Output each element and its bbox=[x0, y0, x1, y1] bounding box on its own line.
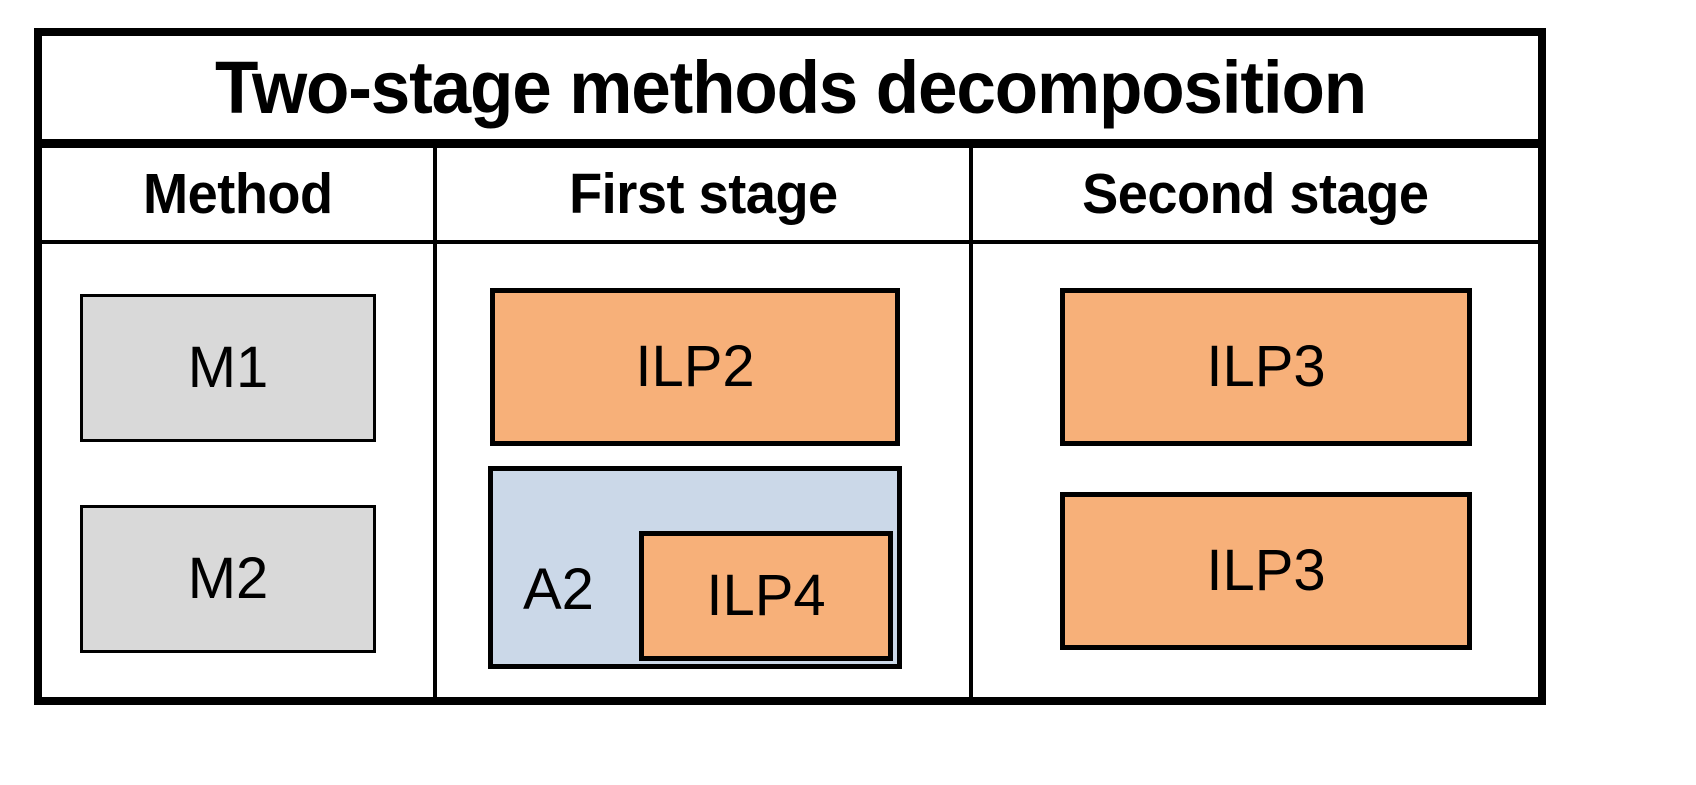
node-second-stage-ilp3-row2[interactable]: ILP3 bbox=[1060, 492, 1472, 650]
column-header-method: Method bbox=[42, 148, 433, 240]
column-header-method-label: Method bbox=[142, 161, 333, 226]
column-header-first-stage-label: First stage bbox=[568, 161, 838, 226]
body-column-separator-2 bbox=[969, 244, 973, 697]
node-first-stage-ilp2-label: ILP2 bbox=[635, 334, 755, 399]
node-method-m1-label: M1 bbox=[187, 335, 269, 400]
node-method-m1[interactable]: M1 bbox=[80, 294, 376, 442]
node-second-stage-ilp3-row2-label: ILP3 bbox=[1206, 538, 1326, 603]
node-first-stage-ilp4-label: ILP4 bbox=[706, 563, 826, 628]
table-title-band: Two-stage methods decomposition bbox=[42, 36, 1538, 148]
header-column-separator-2 bbox=[969, 148, 973, 240]
body-column-separator-1 bbox=[433, 244, 437, 697]
table-header-row: Method First stage Second stage bbox=[42, 148, 1538, 244]
decomposition-table: Two-stage methods decomposition Method F… bbox=[34, 28, 1546, 705]
node-first-stage-a2-label: A2 bbox=[523, 557, 594, 622]
column-header-first-stage: First stage bbox=[437, 148, 969, 240]
table-body: M1 ILP2 ILP3 M2 A2 ILP4 ILP3 bbox=[42, 244, 1538, 697]
column-header-second-stage-label: Second stage bbox=[1082, 161, 1429, 226]
node-second-stage-ilp3-row1[interactable]: ILP3 bbox=[1060, 288, 1472, 446]
node-first-stage-a2[interactable]: A2 ILP4 bbox=[488, 466, 902, 669]
node-first-stage-ilp2[interactable]: ILP2 bbox=[490, 288, 900, 446]
node-second-stage-ilp3-row1-label: ILP3 bbox=[1206, 334, 1326, 399]
column-header-second-stage: Second stage bbox=[973, 148, 1538, 240]
node-first-stage-ilp4[interactable]: ILP4 bbox=[639, 531, 893, 661]
header-column-separator-1 bbox=[433, 148, 437, 240]
page-title: Two-stage methods decomposition bbox=[214, 45, 1366, 129]
node-method-m2[interactable]: M2 bbox=[80, 505, 376, 653]
node-method-m2-label: M2 bbox=[187, 546, 269, 611]
